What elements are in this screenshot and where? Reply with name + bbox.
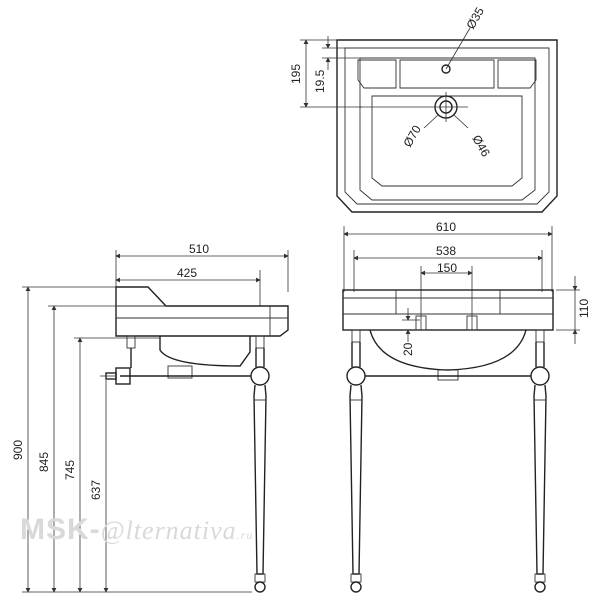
- watermark-brand: MSK-: [20, 513, 101, 546]
- dim-height-total: 900: [11, 440, 25, 460]
- dim-drop: 20: [401, 342, 415, 356]
- dim-height-rim: 845: [37, 452, 51, 472]
- dim-top-depth: 195: [289, 64, 303, 84]
- dim-side-depth-overall: 510: [189, 242, 209, 256]
- dim-overall-width: 610: [436, 220, 456, 234]
- dim-waste-inner: Ø46: [469, 133, 493, 160]
- dim-rim-height: 110: [577, 299, 591, 318]
- dim-tap-hole: Ø35: [463, 5, 487, 32]
- dim-top-inset: 19.5: [313, 69, 327, 93]
- dim-waste-outer: Ø70: [400, 123, 424, 150]
- side-view: [22, 250, 289, 593]
- dim-height-bowl: 745: [63, 460, 77, 480]
- watermark-tld: .ru: [236, 528, 254, 542]
- dim-height-waste: 637: [89, 480, 103, 500]
- top-view: [300, 27, 558, 213]
- watermark-at: @: [100, 516, 126, 545]
- watermark: MSK-@lternativa.ru: [20, 513, 253, 547]
- dim-tap-spacing: 150: [437, 261, 457, 275]
- front-view: [342, 226, 580, 593]
- dim-side-depth-inner: 425: [177, 266, 197, 280]
- dim-bowl-width: 538: [436, 244, 456, 258]
- watermark-script: lternativa: [125, 516, 237, 545]
